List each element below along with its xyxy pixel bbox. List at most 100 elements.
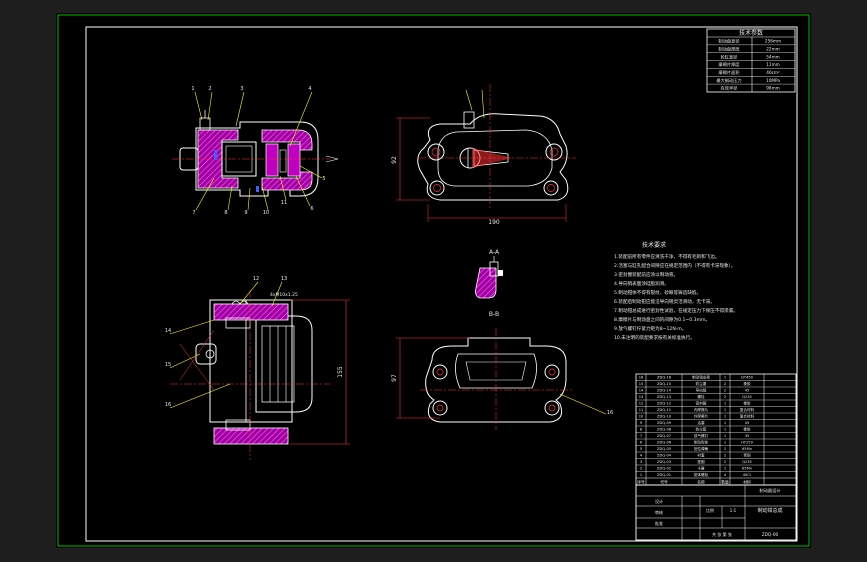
bom-row-no: 12 [639,402,644,406]
spec-name: 制动盘直径 [719,38,740,45]
front-width-dim: 190 [488,219,500,226]
section-a-label: A-A [489,249,500,256]
balloon-number: 4 [308,86,311,92]
bom-row-qty: 1 [724,402,726,406]
bom-row-code: ZDQ-02 [657,467,671,471]
bom-row-no: 5 [640,447,642,451]
spec-name: 最大制动压力 [716,77,741,84]
bom-row-no: 11 [639,408,644,412]
front-view: 92 190 [391,84,576,226]
balloon-number: 12 [253,276,259,282]
balloon-number: 14 [165,328,171,334]
checker-label: 审核 [655,509,663,515]
bom-row-name: 卡簧 [697,466,705,471]
balloon-number: 16 [165,402,171,408]
spec-value: 46cm² [766,70,780,75]
bom-row-name: 内摩擦片 [694,407,709,412]
spec-name: 摩擦片厚度 [719,61,741,68]
drawing-sheet [56,13,811,548]
balloon-number: 11 [281,200,287,206]
spec-name: 制动盘厚度 [719,45,741,52]
tech-requirement-line: 8.摩擦片与制动盘之间的间隙为0.1~0.3mm。 [614,316,710,323]
bom-header-material: 材料 [743,480,751,485]
drawing-title: 制动钳总成 [757,507,782,514]
side-height-dim: 155 [337,366,344,378]
bom-row-code: ZDQ-11 [657,408,671,412]
bom-row-no: 6 [640,441,643,445]
bom-row-no: 15 [639,382,644,386]
bom-row-name: 螺栓 [697,394,705,399]
bom-row-no: 10 [639,415,644,419]
balloon-number: 3 [240,86,243,92]
bom-row-name: 放气螺钉 [694,433,709,438]
spec-value: 22mm [766,46,780,51]
outer-border [57,14,810,547]
side-view: 155 4xM10x1.25 [169,281,350,460]
bom-header-code: 代号 [660,480,668,485]
approver-label: 批准 [655,520,663,526]
top-height-dim: 97 [391,374,398,382]
bom-row-name: 钳体螺栓 [694,472,709,477]
bom-row-material: 橡胶 [743,401,751,406]
bom-row-material: 橡胶 [743,381,751,386]
balloon-number: 16 [607,410,613,416]
tech-requirements-title: 技术要求 [642,241,666,249]
bom-row-code: ZDQ-08 [657,428,672,432]
balloon-number: 1 [191,86,194,92]
scale-label: 比例 [706,507,714,513]
tech-requirement-line: 9.放气螺钉拧紧力矩为8~12N·m。 [614,325,686,332]
bom-row-name: 活塞 [697,420,705,425]
tech-requirements: 技术要求 1.装配前所有零件应清洗干净，不得有毛刺和飞边。2.活塞与缸孔配合间隙… [614,241,738,341]
bom-row-no: 16 [639,376,644,380]
tech-requirement-line: 5.制动钳体不得有裂纹、砂眼等铸造缺陷。 [614,289,701,296]
spec-value: 11mm [766,62,780,67]
bom-row-no: 9 [640,421,643,425]
bom-row-qty: 1 [724,415,726,419]
bom-row-no: 1 [640,473,642,477]
bom-row-code: ZDQ-15 [657,382,671,386]
balloon-number: 2 [208,86,211,92]
sheet-label: 共 张 第 张 [712,531,732,537]
bom-row-material: 青铜 [743,453,751,458]
bom-row-name: 导向销 [696,388,707,393]
bom-row-code: ZDQ-01 [657,473,671,477]
company-name: 制动器设计 [760,487,781,494]
bom-row-no: 8 [640,428,643,432]
tech-requirement-line: 3.密封圈装配前应涂以制动液。 [614,271,678,278]
balloon-number: 8 [224,210,227,216]
bom-row-qty: 2 [724,454,726,458]
bom-row-material: HT250 [741,441,753,445]
bom-row-code: ZDQ-09 [657,421,672,425]
tech-requirement-line: 1.装配前所有零件应清洗干净，不得有毛刺和飞边。 [614,253,719,260]
tech-requirement-line: 7.制动钳总成进行密封性试验，在规定压力下保压不得渗漏。 [614,307,738,314]
top-view: 97 [391,328,607,430]
bom-header-name: 名称 [697,480,705,485]
bom-row-qty: 1 [724,428,726,432]
bom-row-code: ZDQ-07 [657,434,671,438]
side-view-note: 4xM10x1.25 [270,292,298,298]
front-height-dim: 92 [391,156,398,164]
bom-row-no: 7 [640,434,642,438]
bom-row-material: 65Mn [742,467,752,471]
bom-row-code: ZDQ-12 [657,402,671,406]
bom-row-material: 橡胶 [743,427,751,432]
spec-value: 54mm [766,54,780,59]
balloon-number: 10 [263,210,269,216]
bom-row-qty: 2 [724,460,726,464]
bom-row-qty: 1 [724,421,726,425]
bom-row-code: ZDQ-06 [657,441,672,445]
bom-row-qty: 2 [724,395,726,399]
spec-value: 98mm [766,86,780,91]
bom-row-material: 40Cr [743,473,752,477]
designer-label: 设计 [655,498,663,504]
tech-requirement-line: 4.导向销表面涂硅脂润滑。 [614,280,669,287]
bom-row-qty: 1 [724,434,726,438]
balloon-number: 9 [244,210,247,216]
bom-row-material: 复合材料 [740,407,755,412]
bom-row-material: 45 [745,421,750,425]
bom-row-material: QT450 [741,376,754,380]
bom-row-code: ZDQ-13 [657,395,671,399]
